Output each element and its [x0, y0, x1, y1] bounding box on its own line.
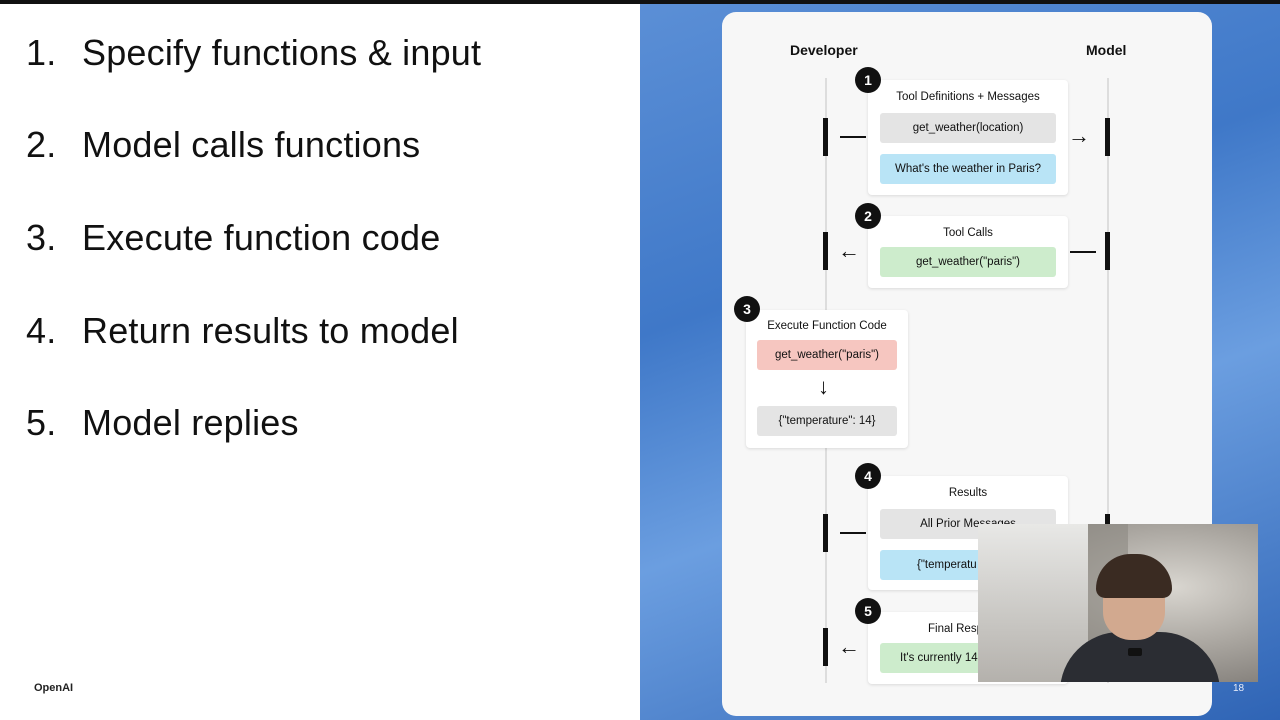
step-text: Return results to model [82, 310, 459, 351]
step2-title: Tool Calls [943, 227, 993, 239]
step1-title: Tool Definitions + Messages [896, 91, 1040, 103]
step3-badge: 3 [734, 296, 760, 322]
step-number: 5. [26, 402, 57, 443]
openai-logo: OpenAI [34, 682, 74, 694]
step-item-2: 2. Model calls functions [26, 124, 420, 166]
developer-activation-4 [823, 514, 828, 552]
slide-text-area [0, 4, 640, 720]
model-activation-2 [1105, 232, 1110, 270]
step-item-3: 3. Execute function code [26, 217, 440, 259]
step1-function-pill: get_weather(location) [880, 113, 1056, 143]
step-text: Model calls functions [82, 124, 421, 165]
presenter-hair [1096, 554, 1172, 598]
model-header: Model [1086, 42, 1127, 58]
step1-card: Tool Definitions + Messages get_weather(… [868, 80, 1068, 195]
step4-badge: 4 [855, 463, 881, 489]
connector-line [840, 136, 866, 138]
step1-message-pill: What's the weather in Paris? [880, 154, 1056, 184]
step3-title: Execute Function Code [767, 320, 887, 332]
down-arrow-icon: ↓ [818, 374, 829, 399]
left-arrow-icon: ← [838, 634, 860, 659]
connector-line [1070, 251, 1096, 253]
step-item-1: 1. Specify functions & input [26, 32, 481, 74]
page-number: 18 [1233, 683, 1245, 694]
step-item-5: 5. Model replies [26, 402, 299, 444]
step-text: Execute function code [82, 217, 441, 258]
step-number: 1. [26, 32, 57, 73]
top-bar [0, 0, 1280, 4]
step5-badge: 5 [855, 598, 881, 624]
step-number: 2. [26, 124, 57, 165]
developer-activation-1 [823, 118, 828, 156]
step1-badge: 1 [855, 67, 881, 93]
step3-card: Execute Function Code get_weather("paris… [746, 310, 908, 448]
step5-title: Final Resp [928, 623, 983, 635]
microphone-icon [1128, 648, 1142, 656]
step-number: 3. [26, 217, 57, 258]
step2-badge: 2 [855, 203, 881, 229]
developer-header: Developer [790, 42, 858, 58]
step-text: Model replies [82, 402, 299, 443]
step2-card: Tool Calls get_weather("paris") [868, 216, 1068, 288]
step-number: 4. [26, 310, 57, 351]
developer-activation-2 [823, 232, 828, 270]
model-activation-1 [1105, 118, 1110, 156]
model-activation-4 [1105, 514, 1110, 528]
step-item-4: 4. Return results to model [26, 310, 459, 352]
model-lifeline [1107, 78, 1109, 683]
developer-activation-5 [823, 628, 828, 666]
step-text: Specify functions & input [82, 32, 482, 73]
webcam-video-overlay [978, 524, 1258, 682]
video-background [978, 524, 1088, 682]
connector-line [840, 532, 866, 534]
step4-title: Results [948, 487, 988, 499]
step3-function-pill: get_weather("paris") [757, 340, 897, 370]
left-arrow-icon: ← [838, 238, 860, 263]
right-arrow-icon: → [1068, 123, 1090, 148]
step3-result-pill: {"temperature": 14} [757, 406, 897, 436]
step2-call-pill: get_weather("paris") [880, 247, 1056, 277]
